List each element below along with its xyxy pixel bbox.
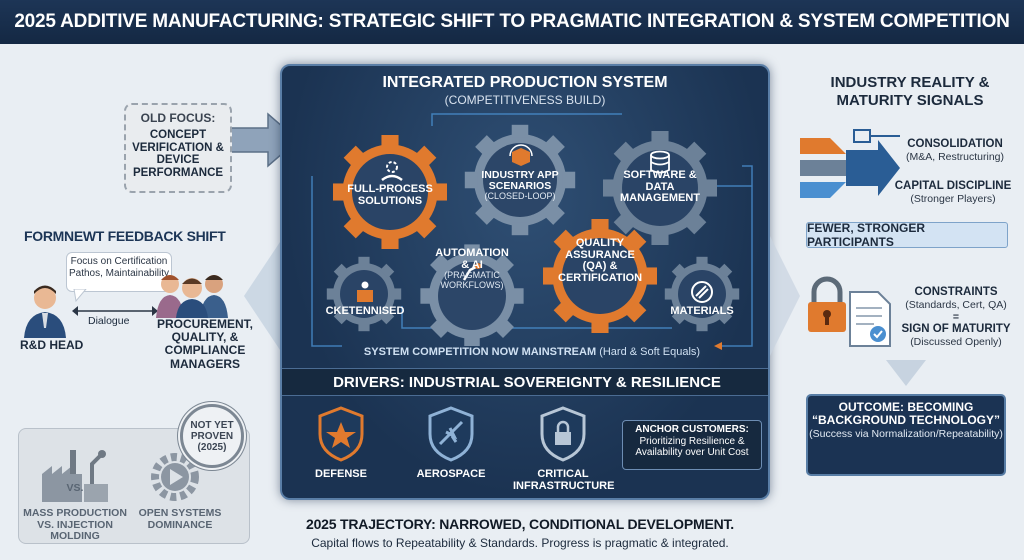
right-chevron <box>770 236 800 356</box>
trajectory-subtitle: Capital flows to Repeatability & Standar… <box>311 536 729 550</box>
procurement-label: PROCUREMENT, QUALITY, & COMPLIANCE MANAG… <box>156 317 253 371</box>
rd-head-person-icon <box>24 285 66 338</box>
anchor-customers-box: ANCHOR CUSTOMERS: Prioritizing Resilienc… <box>622 420 762 470</box>
full-process-icon <box>381 161 403 182</box>
vs-label: VS. <box>66 482 84 494</box>
center-title: INTEGRATED PRODUCTION SYSTEM <box>382 74 668 91</box>
dialogue-arrow <box>72 306 158 316</box>
trajectory-title: 2025 TRAJECTORY: NARROWED, CONDITIONAL D… <box>306 516 734 532</box>
materials-label: MATERIALS <box>670 305 734 317</box>
cketennised-label: CKETENNISED <box>325 305 405 317</box>
defense-shield-icon <box>318 406 364 462</box>
right-title: INDUSTRY REALITY & MATURITY SIGNALS <box>830 74 990 109</box>
header-title: 2025 ADDITIVE MANUFACTURING: STRATEGIC S… <box>0 0 1024 44</box>
system-competition-note: (Hard & Soft Equals) <box>599 346 701 358</box>
anchor-text: Prioritizing Resilience & Availability o… <box>635 435 749 459</box>
database-icon <box>650 150 670 174</box>
not-yet-proven-stamp: NOT YET PROVEN (2025) <box>180 404 244 468</box>
sign-of-maturity-sub: (Discussed Openly) <box>910 336 1002 348</box>
outcome-box: OUTCOME: BECOMING “BACKGROUND TECHNOLOGY… <box>806 394 1006 476</box>
critical-infra-shield-icon <box>540 406 586 462</box>
outcome-title: OUTCOME: BECOMING “BACKGROUND TECHNOLOGY… <box>812 400 1000 428</box>
old-focus-box: OLD FOCUS: CONCEPT VERIFICATION & DEVICE… <box>124 103 232 193</box>
full-process-label: FULL-PROCESS SOLUTIONS <box>347 183 433 207</box>
system-competition-line: SYSTEM COMPETITION NOW MAINSTREAM (Hard … <box>342 346 722 358</box>
mass-production-label: MASS PRODUCTION VS. INJECTION MOLDING <box>23 507 127 543</box>
industry-app-title: INDUSTRY APP SCENARIOS <box>481 169 559 193</box>
aerospace-label: AEROSPACE <box>416 468 486 480</box>
lock-icon <box>808 276 846 332</box>
system-competition-text: SYSTEM COMPETITION NOW MAINSTREAM <box>363 346 597 358</box>
automation-robot-icon <box>462 263 481 281</box>
aerospace-shield-icon <box>428 406 474 462</box>
open-systems-gear-icon <box>151 453 199 501</box>
managers-group-icon <box>156 275 228 318</box>
dialogue-label: Dialogue <box>88 315 130 327</box>
software-label: SOFTWARE & DATA MANAGEMENT <box>619 169 701 205</box>
automation-label: AUTOMATION & AI (PRAGMATIC WORKFLOWS) <box>430 247 514 290</box>
down-chevron-icon <box>886 360 926 386</box>
certificate-document-icon <box>849 291 891 347</box>
open-systems-label: OPEN SYSTEMS DOMINANCE <box>138 507 222 531</box>
automation-sub: (PRAGMATIC WORKFLOWS) <box>440 270 504 290</box>
sign-of-maturity: SIGN OF MATURITY <box>901 323 1011 335</box>
industry-app-sub: (CLOSED-LOOP) <box>484 191 556 202</box>
equals-sign: = <box>952 311 960 323</box>
industry-app-icon <box>509 144 533 166</box>
consolidation-arrows-icon <box>800 129 900 198</box>
capital-sub: (Stronger Players) <box>910 193 996 205</box>
materials-icon <box>691 281 713 303</box>
factory-robot-icon <box>42 450 108 502</box>
consolidation-title: CONSOLIDATION <box>907 138 1003 150</box>
gears-cluster <box>326 124 740 346</box>
old-focus-title: OLD FOCUS: <box>140 111 216 125</box>
fewer-participants-banner: FEWER, STRONGER PARTICIPANTS <box>806 221 1008 249</box>
critical-infra-label: CRITICAL INFRASTRUCTURE <box>513 468 615 493</box>
old-focus-text: CONCEPT VERIFICATION & DEVICE PERFORMANC… <box>132 129 224 179</box>
rd-head-label: R&D HEAD <box>20 338 84 352</box>
center-subtitle: (COMPETITIVENESS BUILD) <box>444 93 606 107</box>
defense-label: DEFENSE <box>315 468 367 480</box>
left-chevron <box>244 236 284 356</box>
drivers-title: DRIVERS: INDUSTRIAL SOVEREIGNTY & RESILI… <box>282 368 768 396</box>
industry-app-label: INDUSTRY APP SCENARIOS (CLOSED-LOOP) <box>474 169 566 202</box>
printer-person-icon <box>357 281 373 302</box>
outcome-sub: (Success via Normalization/Repeatability… <box>809 428 1003 441</box>
anchor-title: ANCHOR CUSTOMERS: <box>635 424 749 435</box>
capital-title: CAPITAL DISCIPLINE <box>894 180 1012 192</box>
feedback-shift-title: FORMNEWT FEEDBACK SHIFT <box>24 228 226 244</box>
constraints-title: CONSTRAINTS <box>914 286 998 298</box>
automation-title: AUTOMATION & AI <box>435 247 509 271</box>
quality-label: QUALITY ASSURANCE (QA) & CERTIFICATION <box>558 237 643 284</box>
constraints-sub: (Standards, Cert, QA) <box>905 299 1007 311</box>
integrated-production-panel: INTEGRATED PRODUCTION SYSTEM (COMPETITIV… <box>280 64 770 500</box>
speech-bubble-tail <box>73 289 87 303</box>
consolidation-sub: (M&A, Restructuring) <box>905 151 1005 163</box>
focus-speech-bubble: Focus on Certification Pathos, Maintaina… <box>66 252 172 292</box>
